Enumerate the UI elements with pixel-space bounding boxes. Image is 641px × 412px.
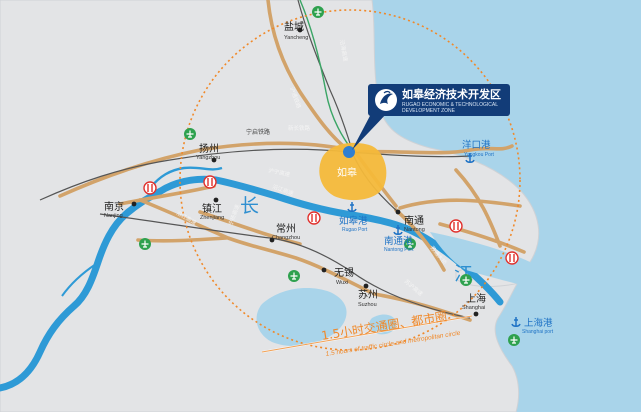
city-label-wuxi: 无锡 bbox=[334, 266, 354, 279]
high-speed-rail bbox=[299, 0, 353, 151]
anchor-icon bbox=[393, 225, 403, 235]
city-dot bbox=[321, 267, 327, 273]
taihu-lake bbox=[256, 288, 347, 347]
callout-title-en-2: DEVELOPMENT ZONE bbox=[402, 108, 456, 114]
port-label-shanghai-en: Shanghai port bbox=[522, 329, 554, 335]
callout-box bbox=[368, 84, 510, 116]
port-label-rugao-en: Rugao Port bbox=[342, 227, 368, 233]
city-label-nantong: 南通 bbox=[404, 214, 424, 227]
zone-callout: 如皋经济技术开发区 RUGAO ECONOMIC & TECHNOLOGICAL… bbox=[352, 84, 510, 150]
city-dots bbox=[131, 27, 479, 317]
port-label-yangkou-en: Yangkou Port bbox=[464, 152, 495, 158]
city-label-changzhou: 常州 bbox=[276, 222, 296, 235]
city-label-nantong-en: Nantong bbox=[404, 227, 425, 233]
airport-icon bbox=[404, 238, 416, 250]
city-label-zhenjiang: 镇江 bbox=[202, 202, 222, 215]
rugao-zone-label: 如皋 bbox=[337, 166, 357, 179]
anchor-icon bbox=[347, 202, 357, 212]
bridge-icon bbox=[143, 181, 157, 195]
port-label-nantong: 南通港 bbox=[384, 235, 413, 247]
city-label-zhenjiang-en: Zhenjiang bbox=[200, 215, 224, 221]
rugao-zone bbox=[319, 142, 387, 201]
port-label-rugao: 如皋港 bbox=[339, 215, 368, 227]
city-dot bbox=[269, 237, 275, 243]
city-label-wuxi-en: Wuxi bbox=[336, 280, 348, 286]
city-label-nanjing: 南京 bbox=[104, 200, 124, 213]
city-label-nanjing-en: Nanjing bbox=[104, 213, 123, 219]
port-label-nantong-en: Nantong Port bbox=[384, 247, 414, 253]
port-label-yangkou: 洋口港 bbox=[462, 139, 491, 151]
city-labels: 盐城 Yancheng 扬州 Yangzhou 南京 Nanjing 镇江 Zh… bbox=[104, 20, 486, 311]
bridge-markers bbox=[143, 175, 519, 265]
city-label-suzhou-en: Suzhou bbox=[358, 302, 377, 308]
bridge-icon bbox=[307, 211, 321, 225]
city-label-shanghai-en: Shanghai bbox=[462, 305, 485, 311]
river-tributary bbox=[149, 166, 223, 189]
city-label-changzhou-en: Changzhou bbox=[272, 235, 300, 241]
yangtze-estuary bbox=[430, 232, 541, 290]
railway-network bbox=[39, 0, 471, 319]
port-labels: 洋口港 Yangkou Port 如皋港 Rugao Port 南通港 Nant… bbox=[339, 139, 554, 335]
city-label-yangzhou-en: Yangzhou bbox=[196, 155, 220, 161]
travel-time-circle bbox=[179, 9, 521, 351]
airport-icon bbox=[184, 128, 196, 140]
airport-icon bbox=[139, 238, 151, 250]
callout-title-cn: 如皋经济技术开发区 bbox=[402, 87, 501, 101]
circle-caption-band bbox=[261, 315, 473, 353]
city-label-shanghai: 上海 bbox=[466, 292, 486, 305]
bridge-icon bbox=[449, 219, 463, 233]
city-dot bbox=[211, 157, 217, 163]
river-label-chang: 长 bbox=[240, 195, 259, 217]
bridge-icon bbox=[505, 251, 519, 265]
river-tributary bbox=[61, 263, 97, 297]
bridge-icon bbox=[203, 175, 217, 189]
city-dot bbox=[131, 201, 137, 207]
anchor-icon bbox=[465, 153, 475, 163]
airport-markers bbox=[139, 6, 520, 346]
route-label-xinchang: 新长铁路 bbox=[288, 124, 311, 132]
city-dot bbox=[213, 197, 219, 203]
port-label-shanghai: 上海港 bbox=[524, 317, 553, 329]
city-dot bbox=[395, 209, 401, 215]
city-label-suzhou: 苏州 bbox=[358, 288, 378, 301]
airport-icon bbox=[288, 270, 300, 282]
city-label-yangzhou: 扬州 bbox=[199, 142, 219, 155]
rugao-zone-center-dot bbox=[343, 146, 355, 158]
route-label-ningqi: 宁启铁路 bbox=[246, 128, 270, 136]
callout-logo-icon bbox=[375, 89, 397, 111]
callout-pointer bbox=[352, 112, 388, 150]
airport-icon bbox=[508, 334, 520, 346]
airport-icon bbox=[460, 274, 472, 286]
city-dot bbox=[473, 311, 479, 317]
city-label-yancheng: 盐城 bbox=[284, 20, 304, 33]
city-label-yancheng-en: Yancheng bbox=[284, 35, 308, 41]
route-label-yanhai: 沿海高速 bbox=[338, 39, 350, 63]
callout-title-en-1: RUGAO ECONOMIC & TECHNOLOGICAL bbox=[402, 102, 498, 108]
city-dot bbox=[363, 283, 369, 289]
city-dot bbox=[297, 27, 303, 33]
airport-icon bbox=[312, 6, 324, 18]
port-anchor-icons bbox=[347, 153, 521, 327]
anchor-icon bbox=[511, 317, 521, 327]
